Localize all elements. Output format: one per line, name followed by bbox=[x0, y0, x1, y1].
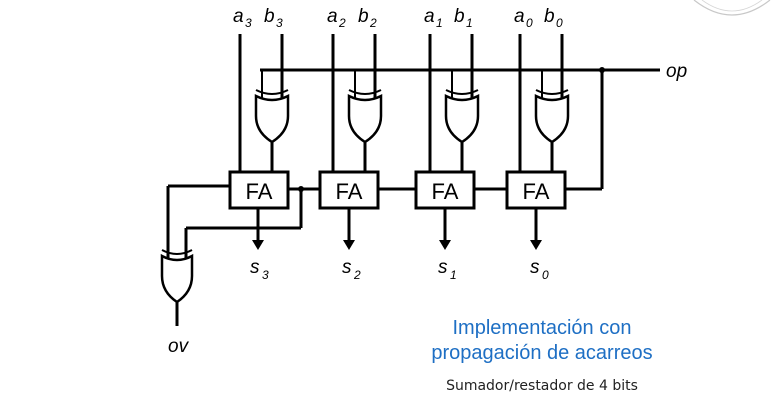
input-a3-label: a bbox=[233, 6, 244, 27]
bit-slice-0: a 0 b 0 FA s 0 bbox=[505, 6, 570, 282]
xor-gate-2 bbox=[347, 93, 383, 144]
ov-label: ov bbox=[168, 336, 190, 357]
input-a1-label: a bbox=[424, 6, 435, 27]
output-s1-label: s bbox=[438, 257, 448, 278]
input-b1-sub: 1 bbox=[466, 16, 473, 30]
input-b0-sub: 0 bbox=[556, 16, 563, 30]
output-s2-sub: 2 bbox=[353, 268, 361, 282]
input-b3-sub: 3 bbox=[276, 16, 283, 30]
institution-seal-logo bbox=[693, 0, 771, 16]
full-adder-1-label: FA bbox=[432, 179, 459, 204]
input-a0-label: a bbox=[514, 6, 525, 27]
xor-gate-1 bbox=[444, 93, 480, 144]
op-line bbox=[260, 67, 660, 191]
xor-gate-3 bbox=[254, 93, 290, 144]
overflow-xor-gate bbox=[160, 253, 194, 304]
caption-title: Implementación con propagación de acarre… bbox=[362, 316, 722, 366]
full-adder-3-label: FA bbox=[246, 179, 273, 204]
input-b3-label: b bbox=[264, 6, 275, 27]
input-b1-label: b bbox=[454, 6, 465, 27]
input-b2-sub: 2 bbox=[369, 16, 377, 30]
op-label: op bbox=[666, 61, 687, 82]
output-s2-label: s bbox=[342, 257, 352, 278]
output-s1-sub: 1 bbox=[450, 268, 457, 282]
input-a3-sub: 3 bbox=[245, 16, 252, 30]
bit-slice-1: a 1 b 1 FA s 1 bbox=[414, 6, 480, 282]
full-adder-2-label: FA bbox=[336, 179, 363, 204]
output-s0-label: s bbox=[530, 257, 540, 278]
input-a1-sub: 1 bbox=[436, 16, 443, 30]
full-adder-0-label: FA bbox=[523, 179, 550, 204]
overflow-logic bbox=[160, 184, 304, 326]
input-a0-sub: 0 bbox=[526, 16, 533, 30]
xor-gate-0 bbox=[534, 93, 570, 144]
input-b2-label: b bbox=[358, 6, 369, 27]
input-a2-sub: 2 bbox=[338, 16, 346, 30]
input-b0-label: b bbox=[544, 6, 555, 27]
output-s0-sub: 0 bbox=[542, 268, 549, 282]
caption-title-line2: propagación de acarreos bbox=[431, 342, 653, 364]
caption-title-line1: Implementación con bbox=[452, 317, 632, 339]
input-a2-label: a bbox=[327, 6, 338, 27]
full-adder-0 bbox=[505, 170, 567, 210]
bit-slice-3: a 3 b 3 FA s 3 bbox=[228, 6, 290, 282]
caption-subtitle: Sumador/restador de 4 bits bbox=[446, 378, 638, 394]
output-s3-label: s bbox=[250, 257, 260, 278]
output-s3-sub: 3 bbox=[262, 268, 269, 282]
bit-slice-2: a 2 b 2 FA s 2 bbox=[318, 6, 383, 282]
